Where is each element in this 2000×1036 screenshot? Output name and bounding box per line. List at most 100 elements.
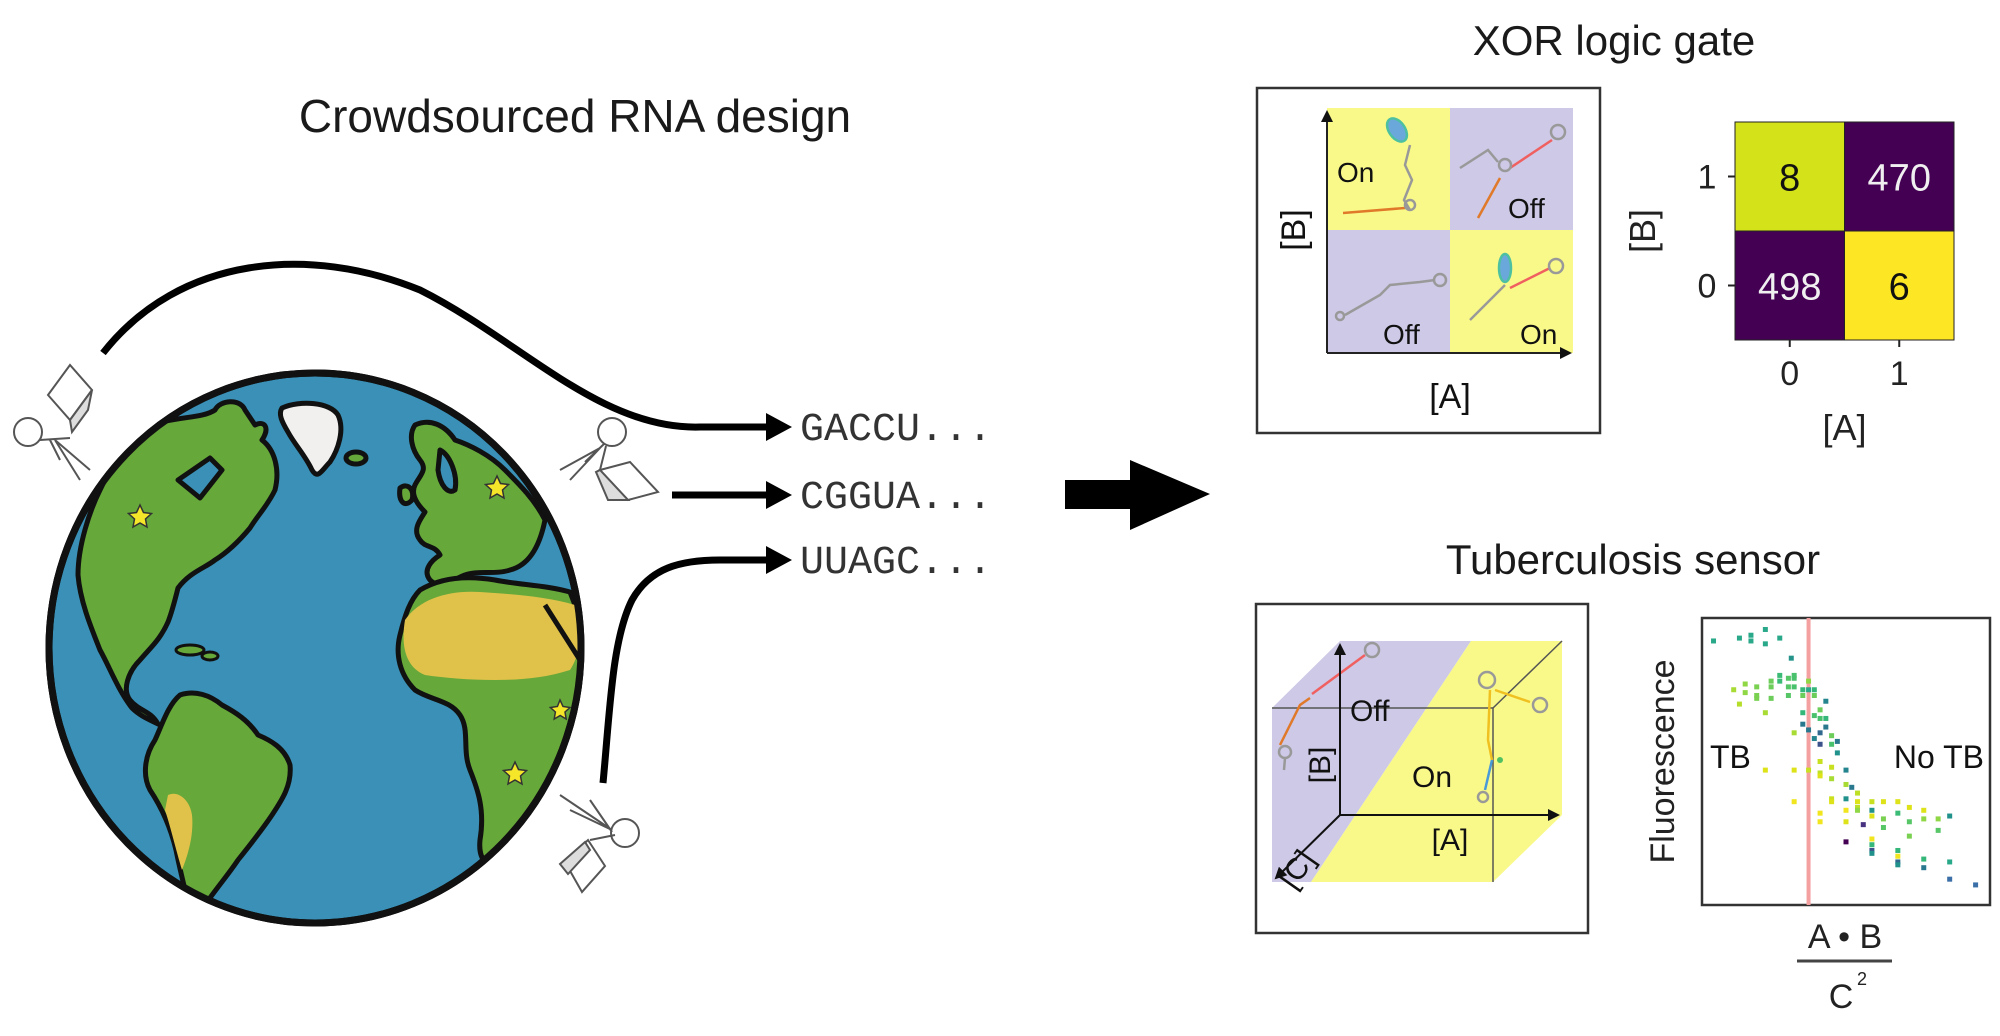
- xor-schematic: On Off Off On [A] [B]: [1255, 86, 1602, 435]
- quadrant-bottom-left: [1327, 230, 1450, 353]
- scatter-point: [1834, 738, 1840, 744]
- scatter-point: [1880, 799, 1886, 805]
- scatter-point: [1806, 687, 1812, 693]
- star-icon: [501, 760, 529, 786]
- heatmap-cell: [1844, 230, 1955, 341]
- y-tick-label: 0: [1698, 268, 1717, 306]
- off-label: Off: [1350, 695, 1390, 728]
- scatter-point: [1817, 773, 1823, 779]
- stick-figure-with-laptop-icon: [559, 417, 660, 502]
- xor-title: XOR logic gate: [1473, 17, 1755, 64]
- arrow-head-3: [766, 546, 792, 574]
- scatter-point: [1811, 692, 1817, 698]
- scatter-point: [1806, 727, 1812, 733]
- scatter-point: [1869, 847, 1875, 853]
- scatter-point: [1811, 687, 1817, 693]
- scatter-point: [1762, 626, 1768, 632]
- arrow-to-sequence-1: [100, 260, 772, 431]
- scatter-point: [1869, 836, 1875, 842]
- sahara-desert-shape: [403, 591, 581, 680]
- scatter-point: [1947, 876, 1953, 882]
- scatter-point: [1800, 721, 1806, 727]
- scatter-point: [1823, 698, 1829, 704]
- scatter-point: [1869, 799, 1875, 805]
- scatter-point: [1785, 684, 1791, 690]
- region-label-tb: TB: [1710, 739, 1751, 775]
- scatter-point: [1843, 796, 1849, 802]
- star-icon: [126, 503, 154, 529]
- heatmap-cell-value: 498: [1758, 267, 1821, 309]
- scatter-point: [1742, 681, 1748, 687]
- scatter-point: [1791, 684, 1797, 690]
- scatter-point: [1895, 859, 1901, 865]
- y-tick-label: 1: [1698, 159, 1717, 197]
- heatmap-cell-value: 470: [1868, 158, 1931, 200]
- x-axis-label: [A]: [1429, 378, 1471, 416]
- heatmap-cell: [1734, 230, 1845, 341]
- y-axis-label: [B]: [1304, 747, 1337, 784]
- star-icon: [483, 474, 511, 500]
- scatter-point: [1869, 807, 1875, 813]
- scatter-point: [1869, 813, 1875, 819]
- crowdsourced-title: Crowdsourced RNA design: [299, 90, 851, 142]
- x-axis-label: [A]: [1822, 407, 1866, 448]
- quadrant-state-label: Off: [1508, 193, 1545, 224]
- scatter-point: [1895, 862, 1901, 868]
- patagonia-desert-shape: [165, 793, 193, 870]
- scatter-point: [1777, 678, 1783, 684]
- scatter-point: [1811, 713, 1817, 719]
- scatter-point: [1869, 850, 1875, 856]
- scatter-point: [1843, 767, 1849, 773]
- x-axis-label: [A]: [1432, 824, 1469, 857]
- x-tick-label: 1: [1890, 355, 1909, 393]
- stick-figure-with-laptop-icon: [558, 794, 640, 894]
- quadrant-bottom-right: [1450, 230, 1573, 353]
- scatter-point: [1906, 833, 1912, 839]
- x-tick-label: 0: [1780, 355, 1799, 393]
- scatter-point: [1785, 692, 1791, 698]
- scatter-point: [1829, 799, 1835, 805]
- x-axis-label-exponent: 2: [1857, 969, 1867, 989]
- scatter-point: [1880, 816, 1886, 822]
- scatter-point: [1785, 675, 1791, 681]
- scatter-point: [1906, 819, 1912, 825]
- scatter-point: [1768, 695, 1774, 701]
- scatter-point: [1791, 730, 1797, 736]
- heatmap-cell: [1844, 121, 1955, 232]
- arrow-head-2: [766, 481, 792, 509]
- x-axis-label-numerator: A • B: [1808, 918, 1882, 956]
- scatter-point: [1843, 839, 1849, 845]
- scatter-point: [1843, 781, 1849, 787]
- scatter-point: [1791, 767, 1797, 773]
- scatter-point: [1817, 741, 1823, 747]
- heatmap-cell-value: 8: [1779, 158, 1800, 200]
- quadrant-state-label: On: [1337, 157, 1374, 188]
- scatter-point: [1791, 799, 1797, 805]
- scatter-point: [1806, 678, 1812, 684]
- scatter-point: [1800, 710, 1806, 716]
- scatter-point: [1748, 638, 1754, 644]
- scatter-point: [1811, 736, 1817, 742]
- scatter-point: [1921, 807, 1927, 813]
- arrow-head-1: [766, 413, 792, 441]
- scatter-point: [1817, 715, 1823, 721]
- scatter-point: [1768, 684, 1774, 690]
- scatter-point: [1973, 882, 1979, 888]
- tb-cube-schematic: Off On [A] [B] [C]: [1254, 602, 1590, 935]
- scatter-point: [1754, 695, 1760, 701]
- arrow-to-sequence-3: [599, 556, 772, 784]
- scatter-point: [1823, 724, 1829, 730]
- scatter-point: [1829, 764, 1835, 770]
- scatter-point: [1895, 847, 1901, 853]
- heatmap-cell: [1734, 121, 1845, 232]
- scatter-point: [1921, 856, 1927, 862]
- scatter-point: [1843, 819, 1849, 825]
- scatter-point: [1834, 750, 1840, 756]
- big-right-arrow-icon: [1065, 460, 1210, 530]
- scatter-point: [1817, 819, 1823, 825]
- scatter-point: [1849, 784, 1855, 790]
- scatter-point: [1829, 796, 1835, 802]
